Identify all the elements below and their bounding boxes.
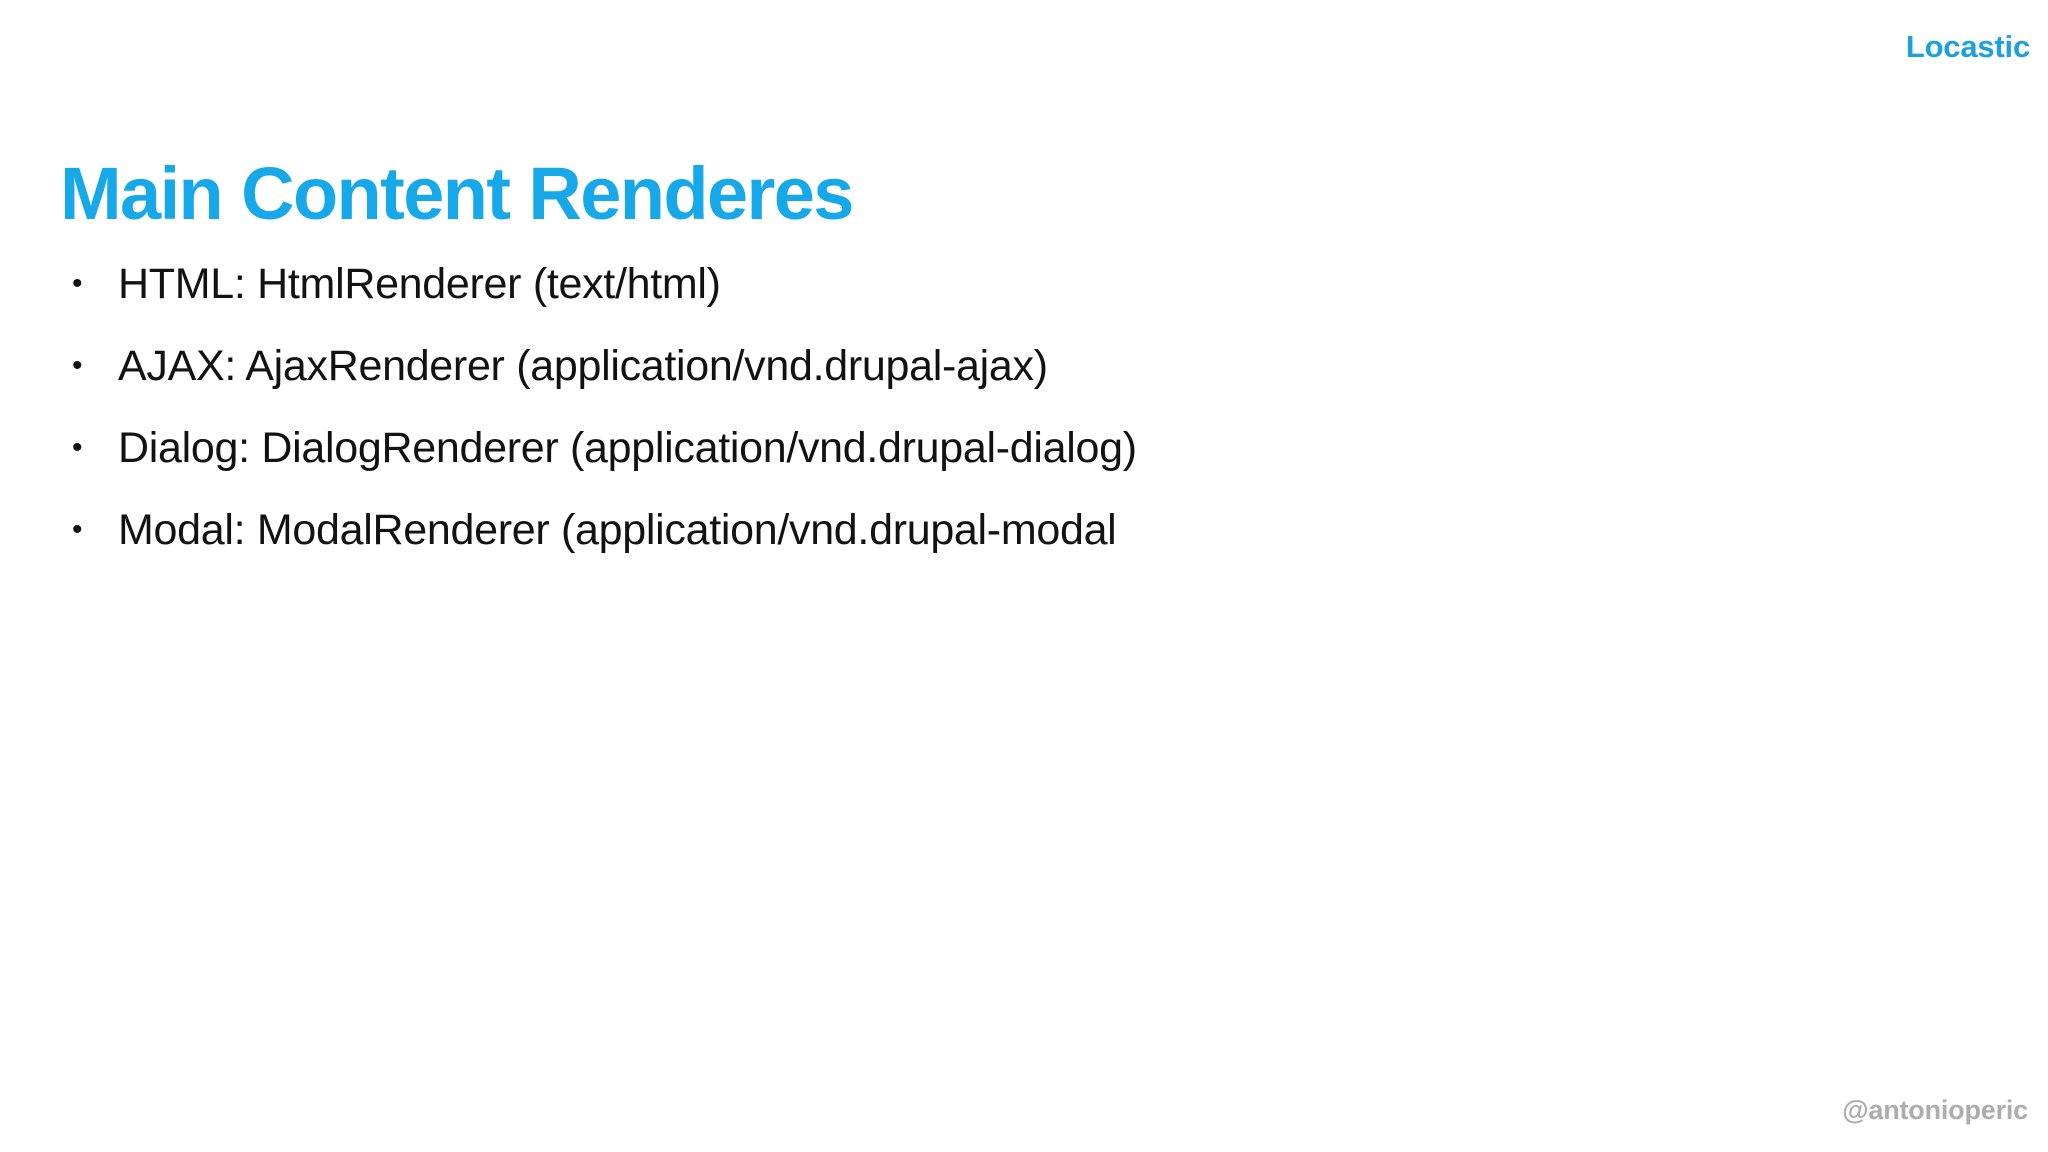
- list-item-label: Modal: ModalRenderer (application/vnd.dr…: [118, 506, 1117, 554]
- author-handle: @antonioperic: [1842, 1095, 2028, 1125]
- bullet-point-icon: •: [72, 431, 83, 464]
- list-item: • Modal: ModalRenderer (application/vnd.…: [60, 509, 1860, 591]
- locastic-logo: Locastic: [1905, 29, 2030, 64]
- list-item-label: HTML: HtmlRenderer (text/html): [118, 260, 721, 308]
- list-item: • HTML: HtmlRenderer (text/html): [60, 263, 1860, 345]
- list-item: • Dialog: DialogRenderer (application/vn…: [60, 427, 1860, 509]
- list-item: • AJAX: AjaxRenderer (application/vnd.dr…: [60, 345, 1860, 427]
- bullet-list: • HTML: HtmlRenderer (text/html) • AJAX:…: [60, 263, 1860, 591]
- bullet-point-icon: •: [72, 349, 83, 382]
- bullet-point-icon: •: [72, 267, 83, 300]
- slide-title: Main Content Renderes: [60, 151, 854, 235]
- list-item-label: Dialog: DialogRenderer (application/vnd.…: [118, 424, 1137, 472]
- bullet-point-icon: •: [72, 513, 83, 546]
- list-item-label: AJAX: AjaxRenderer (application/vnd.drup…: [118, 342, 1048, 390]
